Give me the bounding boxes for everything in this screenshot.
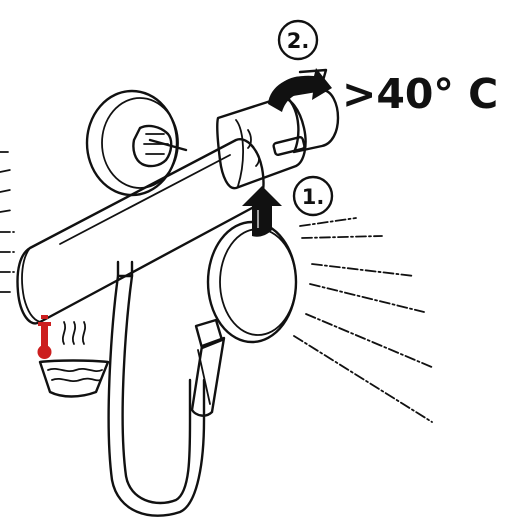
hand-shower (190, 220, 298, 417)
temperature-label: >40° C (342, 70, 498, 118)
wall-rosette (85, 89, 188, 197)
push-up-arrow-icon (242, 186, 282, 237)
step-2-number: 2. (287, 29, 310, 53)
rotate-arrow-icon (268, 68, 332, 112)
thermometer-hot-water-icon (37, 315, 110, 398)
temperature-grip (215, 96, 307, 190)
step-2-badge: 2. (277, 19, 319, 61)
mixer-end-cap (284, 88, 340, 154)
spray-lines (293, 217, 435, 423)
left-spray-lines (0, 151, 15, 293)
step-1-badge: 1. (292, 175, 334, 217)
step-1-number: 1. (302, 185, 325, 209)
shower-hose (107, 260, 206, 517)
